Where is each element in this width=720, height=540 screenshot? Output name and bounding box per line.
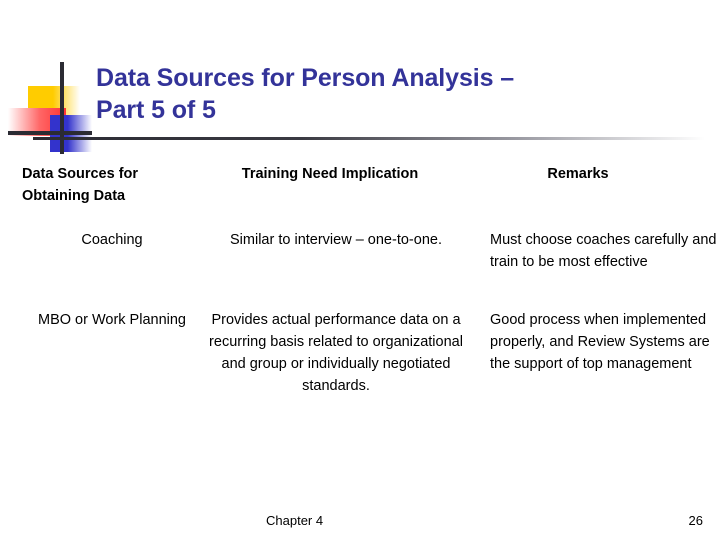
cell-data-source: MBO or Work Planning [37, 312, 186, 329]
cell-training-need-implication: Provides actual performance data on a re… [209, 312, 463, 395]
cell-data-source: Coaching [81, 232, 143, 249]
slide-title: Data Sources for Person Analysis – Part … [96, 62, 696, 126]
table-row: MBO or Work Planning Provides actual per… [22, 309, 710, 397]
slide-title-line-2: Part 5 of 5 [96, 96, 216, 124]
decorative-logo [8, 62, 100, 154]
slide-title-line-1: Data Sources for Person Analysis – [96, 64, 515, 92]
footer-page-number: 26 [688, 513, 703, 528]
column-header-training-need-implication: Training Need Implication [241, 166, 419, 182]
footer-chapter-label: Chapter 4 [266, 513, 324, 528]
table-row: Coaching Similar to interview – one-to-o… [22, 229, 716, 273]
column-header-remarks: Remarks [547, 166, 609, 182]
cell-remarks: Good process when implemented properly, … [490, 312, 710, 373]
title-divider [33, 137, 705, 140]
horizontal-bar-icon [8, 131, 92, 135]
data-sources-table: Data Sources for Obtaining Data Training… [22, 163, 717, 397]
cell-training-need-implication: Similar to interview – one-to-one. [230, 232, 442, 249]
table-header-row: Data Sources for Obtaining Data Training… [22, 163, 698, 207]
vertical-bar-icon [60, 62, 64, 154]
cell-remarks: Must choose coaches carefully and train … [490, 232, 717, 271]
column-header-data-sources: Data Sources for Obtaining Data [22, 166, 139, 205]
